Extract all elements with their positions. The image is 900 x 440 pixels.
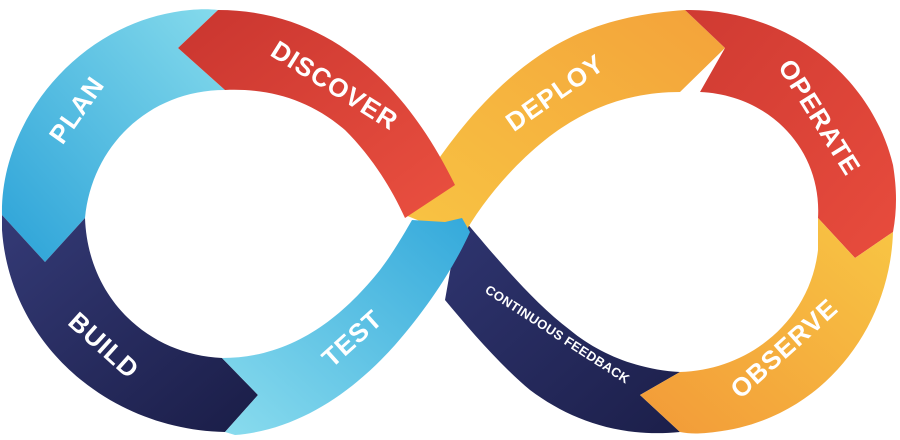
- observe-segment: [640, 218, 893, 434]
- deploy-segment: [405, 10, 725, 238]
- plan-segment: [1, 9, 226, 262]
- operate-segment: [685, 9, 896, 259]
- feedback-segment: [445, 215, 680, 434]
- discover-segment: [178, 10, 455, 218]
- test-segment: [222, 218, 470, 435]
- build-segment: [2, 215, 258, 432]
